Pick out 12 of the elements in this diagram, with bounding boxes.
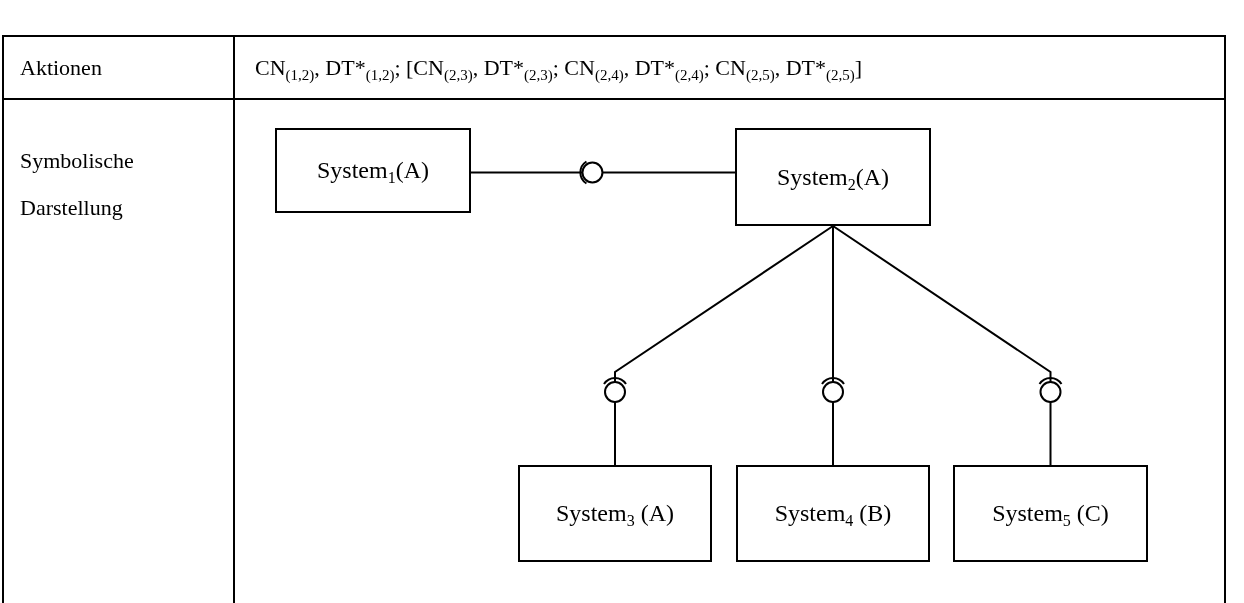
- row-header: Aktionen: [20, 55, 102, 81]
- connector-line: [614, 225, 834, 466]
- table-cell-text: CN$_{(1,2)}$, DT*$_{(1,2)}$; [CN$_{(2,3)}$, DT*$_{(2,3)}$; CN$_{(2,4)}$, DT*$_{(2,4)}$; CN$_{(2,5)}$, DT*$_{(2,5)}$]: [255, 55, 863, 81]
- system-box: System$_{2}$(A): [735, 128, 931, 226]
- connector-line: [470, 171, 736, 174]
- connector-line: [832, 225, 1052, 466]
- system-box: System$_{3}$ (A): [518, 465, 712, 562]
- row-header: Symbolische Darstellung: [20, 147, 135, 222]
- system-box: System$_{1}$(A): [275, 128, 471, 213]
- system-box: System$_{4}$ (B): [736, 465, 930, 562]
- system-box: System$_{5}$ (C): [953, 465, 1148, 562]
- connector-line: [832, 225, 834, 466]
